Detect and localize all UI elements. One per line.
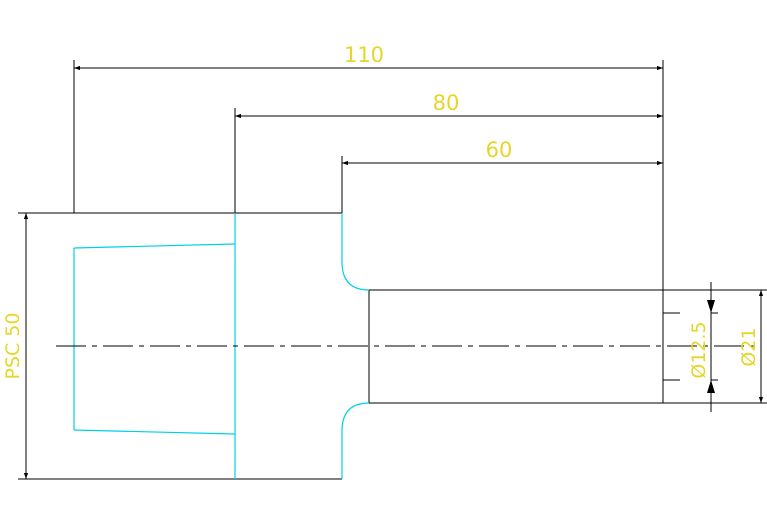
- dimension-text-60: 60: [486, 138, 513, 162]
- dimension-text-80: 80: [433, 91, 460, 115]
- dimension-line-110: 110: [74, 43, 663, 71]
- dimension-line-height: PSC 50: [2, 213, 29, 479]
- dimension-text-bore: Ø12.5: [688, 321, 710, 378]
- dimension-text-shaft: Ø21: [738, 327, 760, 366]
- bore-marks: [663, 312, 718, 381]
- dimension-line-60: 60: [342, 138, 663, 166]
- dimension-line-bore: Ø12.5: [688, 282, 715, 412]
- part-outline: [74, 212, 664, 480]
- dimension-line-80: 80: [235, 91, 663, 119]
- dimension-text-psc50: PSC 50: [2, 312, 24, 379]
- extension-lines: [18, 60, 767, 480]
- dimension-text-110: 110: [344, 43, 384, 67]
- dimension-line-shaft: Ø21: [738, 290, 764, 403]
